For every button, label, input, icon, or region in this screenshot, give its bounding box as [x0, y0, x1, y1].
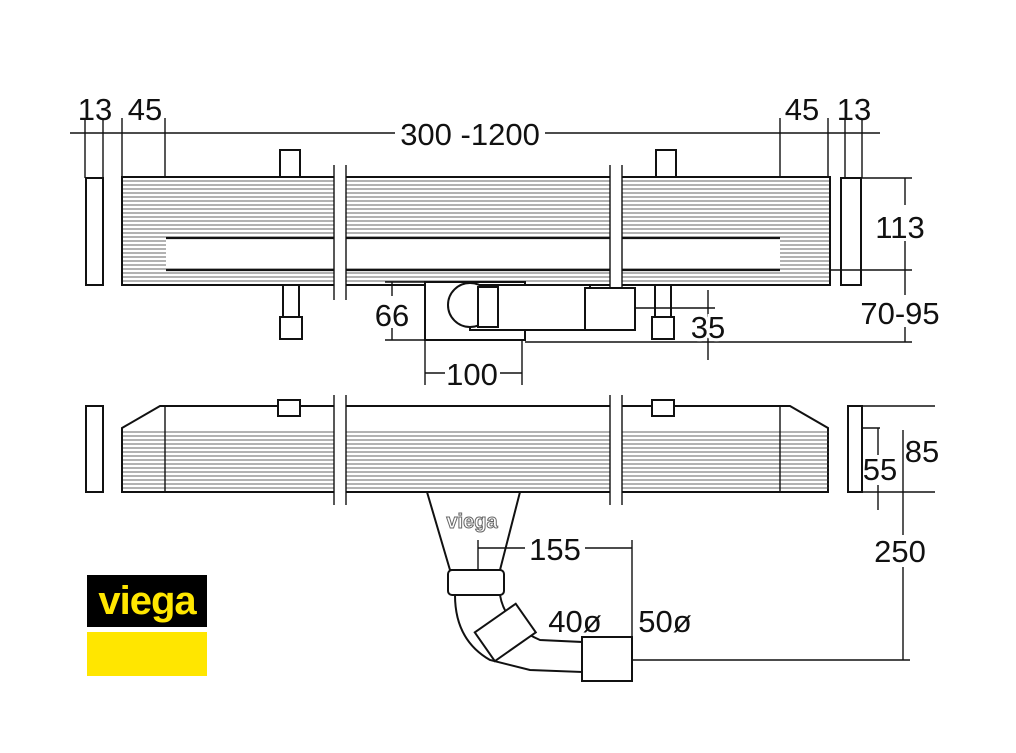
dim-end-cap-left: 13 [78, 92, 112, 127]
dim-pipe-inner: 40ø [548, 604, 601, 639]
right-dimension-lines [385, 177, 912, 385]
dim-inlet-height: 55 [863, 452, 897, 487]
dim-pipe-outer: 50ø [638, 604, 691, 639]
dim-end-cap-right: 13 [837, 92, 871, 127]
dim-height-adjust: 70-95 [860, 296, 939, 331]
dim-offset-right: 45 [785, 92, 819, 127]
channel-top-view [85, 149, 862, 341]
funnel-logo-mark: viega [446, 511, 498, 533]
viega-logo: viega [87, 575, 207, 627]
dim-length-range: 300 -1200 [400, 117, 540, 152]
viega-logo-text: viega [98, 578, 196, 623]
dim-total-height: 85 [905, 434, 939, 469]
drain-outlet: viega [425, 491, 633, 682]
trap-top-view [424, 281, 636, 341]
dim-outlet-offset: 35 [691, 310, 725, 345]
dim-trap-width: 100 [446, 357, 498, 392]
foot-left [279, 284, 303, 340]
dim-offset-left: 45 [128, 92, 162, 127]
dim-trap-height: 66 [375, 298, 409, 333]
viega-logo-yellow-bar [87, 632, 207, 676]
clip-left [279, 149, 301, 178]
clip-right [655, 149, 677, 178]
foot-right [651, 284, 675, 340]
dim-height-body: 113 [875, 210, 924, 245]
dim-drain-depth: 250 [874, 534, 926, 569]
channel-side-view [85, 395, 863, 505]
dim-horizontal-offset: 155 [529, 532, 581, 567]
